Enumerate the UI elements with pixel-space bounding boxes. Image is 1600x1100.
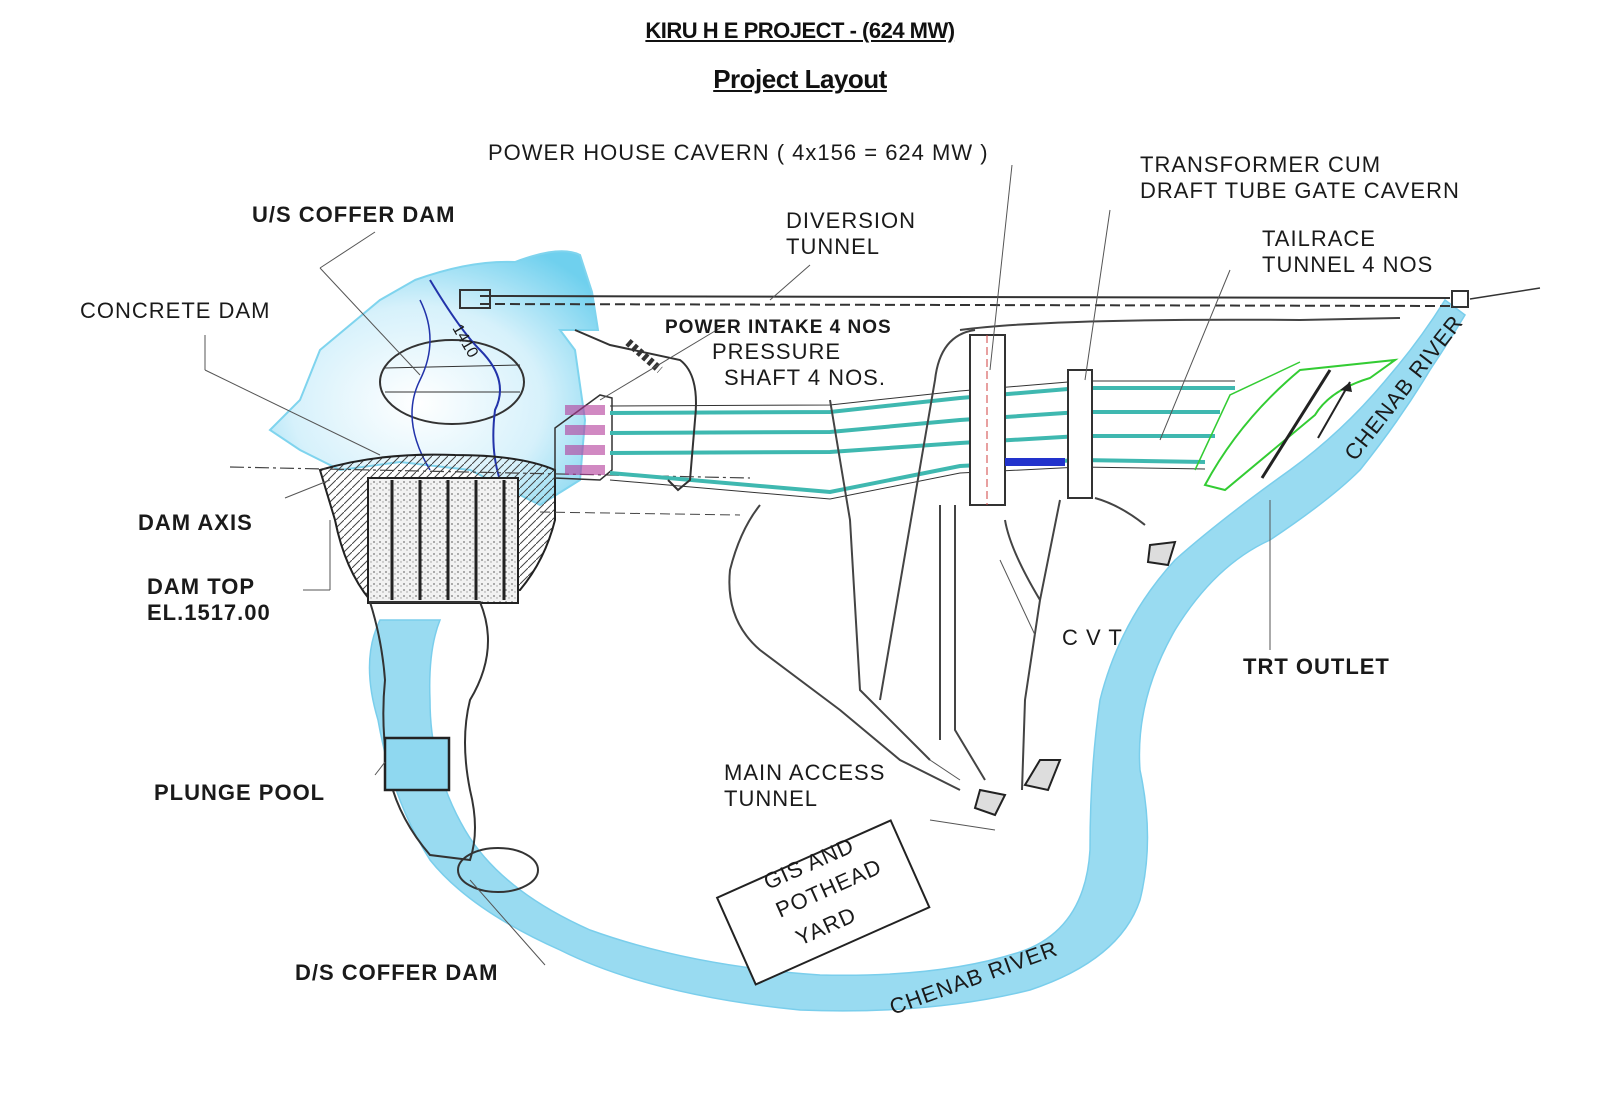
label-chenab-river-top: CHENAB RIVER (1339, 310, 1468, 465)
label-power-house-cavern: POWER HOUSE CAVERN ( 4x156 = 624 MW ) (488, 140, 989, 165)
gis-pothead-yard-box (715, 819, 931, 986)
leader-lines (204, 164, 1271, 966)
label-dam-axis: DAM AXIS (138, 510, 253, 535)
spillway-channel (368, 601, 489, 862)
label-diversion-tunnel-line1: DIVERSION (786, 208, 916, 233)
label-tailrace-tunnel-line1: TAILRACE (1262, 226, 1376, 251)
label-cvt: C V T (1062, 625, 1123, 650)
label-transformer-cavern-line2: DRAFT TUBE GATE CAVERN (1140, 178, 1460, 203)
plunge-pool-structure (383, 736, 451, 792)
label-trt-outlet: TRT OUTLET (1243, 654, 1390, 679)
pressure-shafts (609, 386, 1235, 495)
contour-line (429, 279, 501, 481)
label-main-access-tunnel-line2: TUNNEL (724, 786, 818, 811)
diversion-tunnel (459, 287, 1541, 309)
page-title: KIRU H E PROJECT - (624 MW) (645, 18, 955, 43)
label-dam-top-line1: DAM TOP (147, 574, 255, 599)
label-plunge-pool: PLUNGE POOL (154, 780, 325, 805)
ds-coffer-dam-structure (457, 847, 539, 893)
label-pressure-shaft-line2: SHAFT 4 NOS. (724, 365, 886, 390)
label-main-access-tunnel-line1: MAIN ACCESS (724, 760, 885, 785)
power-intake-structure (554, 394, 613, 481)
access-tunnels (728, 317, 1401, 791)
transformer-cavern (1067, 369, 1093, 499)
label-concrete-dam: CONCRETE DAM (80, 298, 270, 323)
label-tailrace-tunnel-line2: TUNNEL 4 NOS (1262, 252, 1433, 277)
label-diversion-tunnel-line2: TUNNEL (786, 234, 880, 259)
label-transformer-cavern-line1: TRANSFORMER CUM (1140, 152, 1381, 177)
contour-line-2 (411, 299, 431, 471)
label-us-coffer-dam: U/S COFFER DAM (252, 202, 455, 227)
label-dam-top-line2: EL.1517.00 (147, 600, 271, 625)
label-ds-coffer-dam: D/S COFFER DAM (295, 960, 498, 985)
label-pressure-shaft-line1: PRESSURE (712, 339, 841, 364)
portals (973, 540, 1177, 817)
label-power-intake: POWER INTAKE 4 NOS (665, 317, 892, 338)
page-subtitle: Project Layout (713, 64, 887, 94)
trt-outlet-structure (1194, 358, 1399, 492)
us-coffer-dam-structure (379, 339, 525, 425)
